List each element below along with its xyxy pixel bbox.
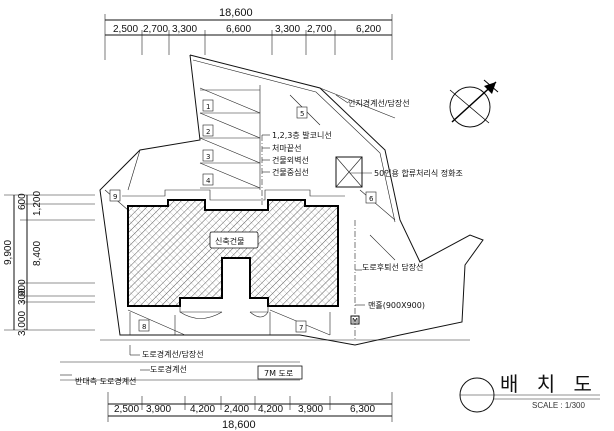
left-dimension-chain: 9,900 600 1,200 8,400 900 300 3,000	[3, 191, 95, 336]
top-dim-7: 6,200	[356, 24, 381, 35]
septic-tank	[335, 156, 363, 188]
top-dim-5: 3,300	[275, 24, 300, 35]
top-total-dimension: 18,600	[219, 7, 253, 19]
left-dim-5: 300	[17, 288, 28, 305]
new-building: 신축건물	[122, 189, 345, 319]
parking-stall-8: 8	[138, 319, 150, 332]
svg-text:M: M	[352, 317, 358, 325]
svg-text:4: 4	[206, 177, 211, 185]
top-dim-1: 2,500	[113, 24, 138, 35]
parking-stall-9: 9	[109, 189, 121, 202]
drawing-title-block: 배 치 도 SCALE : 1/300	[459, 372, 600, 413]
left-dim-1: 600	[17, 193, 28, 210]
top-dimension-chain: 18,600 2,500 2,700 3,300 6,600 3,300 2,7…	[104, 7, 393, 60]
building-label: 신축건물	[215, 236, 244, 246]
svg-text:2: 2	[206, 128, 210, 136]
balcony-line-label: 1,2,3층 발코니선	[272, 130, 332, 140]
road-width-label: 7M 도로	[264, 369, 293, 378]
parking-stall-4: 4	[202, 173, 214, 186]
svg-text:3: 3	[206, 153, 210, 161]
drawing-title: 배 치 도	[500, 372, 598, 396]
svg-text:8: 8	[142, 323, 146, 331]
parking-stall-6: 6	[365, 191, 377, 204]
left-dim-3: 8,400	[32, 241, 43, 266]
bottom-dim-5: 4,200	[258, 404, 283, 415]
manhole: M	[350, 315, 360, 325]
left-dim-4: 900	[17, 279, 28, 296]
svg-text:6: 6	[369, 195, 374, 203]
bottom-dimension-chain: 2,500 3,900 4,200 2,400 4,200 3,900 6,30…	[107, 392, 393, 431]
opposite-road-label: 반대측 도로경계선	[75, 376, 136, 386]
north-arrow-icon	[449, 79, 499, 128]
bottom-dim-7: 6,300	[350, 404, 375, 415]
top-dim-4: 6,600	[226, 24, 251, 35]
road-boundary-label-2: 도로경계선	[150, 364, 187, 374]
top-dim-2: 2,700	[143, 24, 168, 35]
svg-text:5: 5	[300, 110, 304, 118]
eaves-line-label: 처마끝선	[272, 144, 301, 153]
left-dim-2: 1,200	[32, 191, 43, 216]
parking-stall-1: 1	[202, 99, 214, 112]
manhole-label: 맨홀(900X900)	[368, 300, 425, 310]
bottom-dim-4: 2,400	[224, 404, 249, 415]
drawing-scale: SCALE : 1/300	[532, 401, 585, 410]
site-boundary	[99, 54, 484, 346]
parking-stall-7: 7	[295, 320, 307, 333]
parking-stall-3: 3	[202, 149, 214, 162]
svg-text:7: 7	[299, 324, 303, 332]
svg-text:1: 1	[206, 103, 210, 111]
septic-tank-label: 50인용 합류처리식 정화조	[374, 168, 463, 178]
parking-stall-5: 5	[296, 106, 308, 119]
left-dim-6: 3,000	[17, 311, 28, 336]
svg-text:9: 9	[113, 193, 117, 201]
parking-stall-2: 2	[202, 124, 214, 137]
bottom-dim-2: 3,900	[146, 404, 171, 415]
road-setback-label: 도로후퇴선 담장선	[362, 262, 423, 272]
wall-line-label: 건물외벽선	[272, 155, 309, 165]
top-dim-3: 3,300	[172, 24, 197, 35]
adjacent-boundary-label: 인지경계선/담장선	[348, 98, 410, 108]
road-boundary-label: 도로경계선/담장선	[142, 349, 204, 359]
bottom-dim-1: 2,500	[114, 404, 139, 415]
bottom-dim-3: 4,200	[190, 404, 215, 415]
bottom-total-dimension: 18,600	[222, 419, 256, 431]
building-center-label: 건물중심선	[272, 167, 309, 177]
bottom-dim-6: 3,900	[298, 404, 323, 415]
top-dim-6: 2,700	[307, 24, 332, 35]
left-total-dimension: 9,900	[3, 240, 14, 265]
annotation-leaders	[60, 94, 372, 381]
parking-area: 1 2 3 4 5 6 7 8	[104, 85, 396, 336]
